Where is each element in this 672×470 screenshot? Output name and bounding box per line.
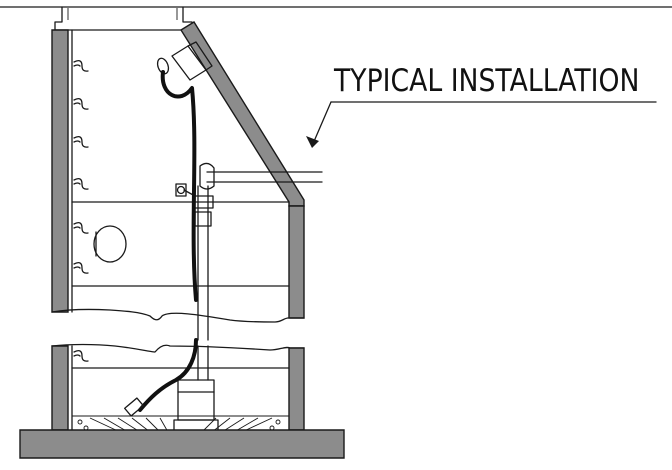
pit-right-wall-lower: [288, 347, 305, 431]
pit-right-wall: [288, 205, 305, 319]
float-switch-cable: [160, 70, 198, 302]
discharge-pipe: [175, 162, 323, 341]
ladder-rungs: [73, 60, 89, 274]
caption-label: TYPICAL INSTALLATION: [334, 63, 640, 99]
base-slab: [19, 429, 345, 459]
inlet-pipe: [93, 225, 127, 263]
submersible-pump: [173, 345, 219, 439]
upper-pit-section: [0, 6, 672, 341]
callout-leader: [306, 101, 657, 148]
pump-cable: [138, 338, 198, 412]
pit-left-wall-lower: [51, 345, 69, 431]
float-switch: [124, 397, 144, 417]
float-switch-box: [156, 41, 213, 81]
pit-left-wall: [51, 29, 69, 313]
lower-pit-section: [19, 338, 345, 459]
